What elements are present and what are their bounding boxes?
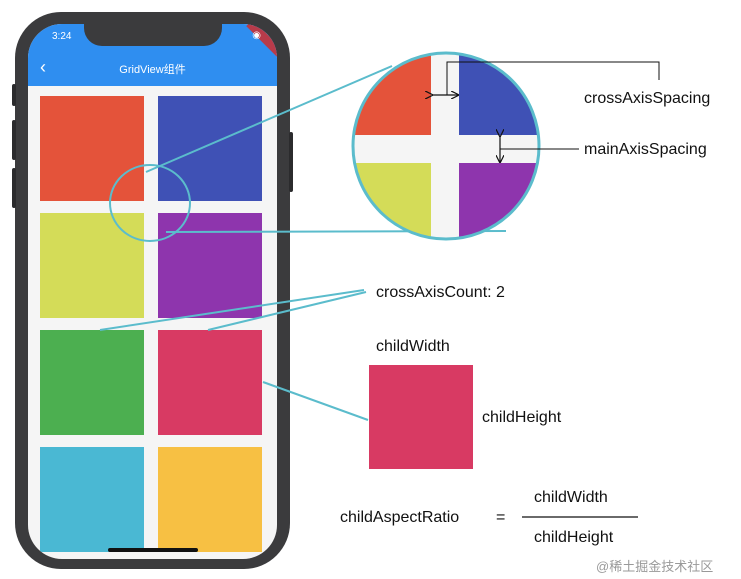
child-height-label: childHeight — [482, 409, 562, 426]
zoom-source-circle — [109, 164, 191, 242]
watermark: @稀土掘金技术社区 — [596, 559, 714, 574]
count-line — [207, 291, 367, 331]
grid-tile[interactable] — [158, 330, 262, 435]
child-connector-line — [262, 381, 369, 421]
wifi-icon: ◉ — [252, 30, 261, 41]
cross-axis-spacing-label: crossAxisSpacing — [584, 90, 711, 107]
aspect-ratio-label: childAspectRatio — [340, 509, 460, 526]
child-example-tile — [369, 365, 473, 469]
grid-tile[interactable] — [158, 213, 262, 318]
back-arrow-icon[interactable]: ‹ — [40, 57, 46, 77]
grid-tile[interactable] — [40, 447, 144, 552]
phone-side-button — [12, 84, 16, 106]
equals-sign: = — [496, 509, 506, 526]
grid-tile[interactable] — [40, 213, 144, 318]
zoom-tile-top-left — [353, 53, 431, 135]
grid-tile[interactable] — [158, 447, 262, 552]
fraction-denominator: childHeight — [534, 529, 614, 546]
phone-side-button — [289, 132, 293, 192]
count-line — [99, 289, 365, 331]
phone-side-button — [12, 120, 16, 160]
zoom-tile-bottom-left — [353, 163, 431, 239]
cross-axis-count-label: crossAxisCount: 2 — [376, 284, 505, 301]
grid-tile[interactable] — [158, 96, 262, 201]
phone-side-button — [12, 168, 16, 208]
status-time: 3:24 — [52, 31, 72, 42]
main-axis-spacing-label: mainAxisSpacing — [584, 141, 707, 158]
child-width-label: childWidth — [376, 338, 450, 355]
grid-tile[interactable] — [40, 96, 144, 201]
phone-screen: 3:24 ◉ ‹ GridView组件 — [28, 24, 277, 559]
fraction-numerator: childWidth — [534, 489, 608, 506]
status-icons: ◉ — [252, 30, 261, 41]
zoom-connector-line — [145, 65, 393, 173]
zoom-tile-bottom-right — [459, 163, 539, 239]
zoom-circle — [351, 51, 541, 241]
phone-notch — [84, 24, 222, 46]
zoom-tile-top-right — [459, 53, 539, 135]
grid-tile[interactable] — [40, 330, 144, 435]
app-title: GridView组件 — [119, 64, 186, 76]
home-indicator — [108, 548, 198, 552]
